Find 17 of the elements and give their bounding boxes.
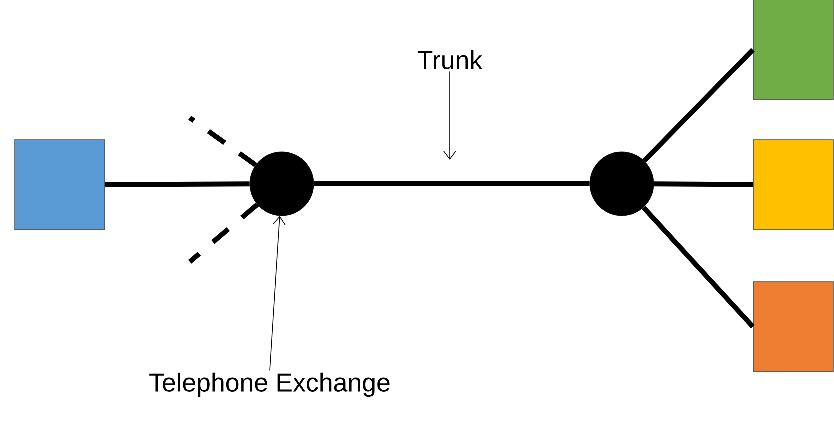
- square-box: [14, 140, 106, 230]
- junction-circle: [250, 152, 314, 216]
- connection-line: [642, 206, 755, 329]
- connection-line: [314, 182, 590, 186]
- node-label: Telephone Exchange: [150, 372, 390, 398]
- node-label: Trunk: [418, 50, 483, 70]
- dashed-line: [188, 202, 260, 264]
- junction-circle: [590, 152, 654, 216]
- square-box: [753, 282, 834, 372]
- leader-arrow: [444, 71, 456, 160]
- connection-line: [105, 182, 250, 188]
- connection-line: [642, 48, 755, 163]
- square-box: [753, 140, 834, 230]
- dashed-line: [188, 116, 258, 168]
- square-box: [753, 0, 834, 100]
- connection-line: [654, 182, 754, 188]
- leader-arrow: [270, 216, 286, 372]
